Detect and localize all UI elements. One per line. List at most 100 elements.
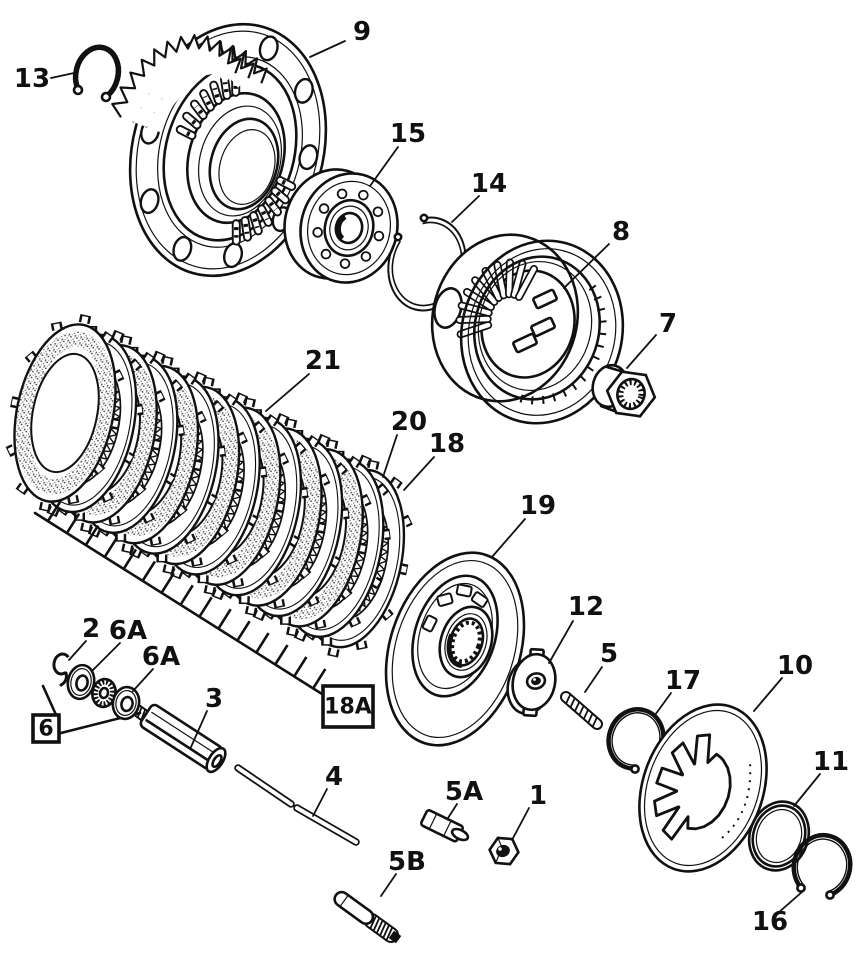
part-5a-sleeve: [419, 809, 470, 843]
rod-core: [295, 806, 358, 844]
leader-6a1: [91, 642, 121, 672]
washer-rim: [115, 689, 137, 717]
end-bore: [211, 753, 223, 769]
leader-13: [50, 72, 75, 79]
leader-14: [451, 195, 480, 223]
leader-5b: [380, 873, 397, 897]
screw-tip: [388, 930, 402, 944]
washer-hole: [120, 695, 134, 713]
spring-finger-cutout: [653, 733, 732, 841]
leader-16: [777, 891, 803, 914]
callout-10: 10: [777, 651, 813, 681]
snap-ring-inner-line: [611, 712, 661, 766]
leader-17: [654, 692, 672, 716]
part-21-clutch-plate-stack: [5, 314, 413, 658]
threaded-parts: [124, 691, 603, 943]
hub-key: [532, 288, 558, 310]
callout-5a: 5A: [445, 777, 483, 807]
sprocket-teeth: [111, 34, 268, 133]
leader-19: [491, 518, 526, 558]
sleeve-facet: [443, 820, 452, 837]
collar-inner: [444, 613, 488, 671]
leader-6a2: [132, 668, 154, 692]
part-2-clip-tail: [59, 671, 68, 687]
part-5b-screw: [333, 890, 402, 944]
callout-6a-1: 6A: [109, 616, 147, 646]
part-7-hex-nut: [591, 363, 657, 418]
ring-end-lug: [796, 883, 806, 893]
leader-4: [312, 788, 328, 817]
callout-4: 4: [325, 762, 343, 792]
nut-facet: [495, 854, 500, 864]
callout-labels: 9 13 15 14 8 7 21 20 18 19 12 5 17 10 11…: [14, 17, 849, 937]
callout-20: 20: [391, 407, 427, 437]
flange-holes: [139, 35, 319, 269]
leader-20: [382, 434, 398, 478]
shank-line: [339, 894, 349, 908]
leader-9: [309, 40, 346, 58]
callout-2: 2: [82, 614, 100, 644]
leader-8: [563, 243, 610, 289]
callout-1: 1: [529, 781, 547, 811]
part-10-diaphragm-spring: [638, 703, 768, 873]
washer-rim: [70, 668, 92, 696]
callout-21: 21: [305, 346, 341, 376]
leader-1: [511, 807, 530, 841]
leader-12: [548, 620, 574, 664]
rod-core: [236, 766, 293, 806]
leader-3: [190, 710, 208, 748]
ring-end-lug: [100, 91, 112, 103]
leader-2: [68, 640, 87, 661]
callout-15: 15: [390, 119, 426, 149]
nut-thread-hatch: [618, 380, 644, 408]
callout-19: 19: [520, 491, 556, 521]
callout-12: 12: [568, 592, 604, 622]
part-12-release-plate: [506, 647, 557, 718]
bore-depth-line: [218, 129, 276, 205]
spring-disc-double: [643, 709, 763, 867]
plate-face-ring: [411, 574, 499, 698]
callout-11: 11: [813, 747, 849, 777]
ring-end-lug: [825, 890, 835, 900]
callout-18: 18: [429, 429, 465, 459]
part-2-clip: [52, 652, 72, 676]
ring-end-lug: [72, 84, 84, 96]
ring-end-lug: [393, 232, 403, 242]
coil-ring-3: [755, 808, 803, 864]
leader-21: [265, 373, 310, 412]
part-4-pushrod: [234, 764, 360, 846]
part-5b-thread: [363, 912, 399, 943]
bore-shadow: [446, 616, 486, 668]
hex-facet-line: [145, 719, 212, 764]
hex-facet-line: [151, 711, 217, 755]
sleeve-facet: [428, 813, 438, 830]
part-3-adjuster-screw: [139, 703, 227, 774]
part-16-snap-ring: [791, 832, 853, 900]
leader-15: [369, 146, 399, 187]
leader-5: [584, 666, 603, 693]
leader-10: [753, 677, 783, 712]
plate-outer-double: [391, 559, 519, 739]
part-6-kit-group: [41, 652, 142, 735]
screw-shank: [333, 890, 375, 926]
label-box-6: 6: [31, 713, 61, 744]
callout-7: 7: [659, 309, 677, 339]
hub-key: [512, 332, 538, 354]
hub-key: [530, 316, 556, 338]
part-13-retaining-ring: [72, 44, 122, 104]
inner-race-edge: [329, 205, 369, 251]
hub-boss: [433, 287, 463, 329]
washer-hole: [75, 674, 89, 692]
bore-opening: [208, 117, 280, 211]
callout-3: 3: [205, 684, 223, 714]
callout-5: 5: [600, 639, 618, 669]
hub-face-ring: [472, 255, 602, 401]
hub-face-ring-inner: [477, 260, 593, 392]
leader-11: [793, 773, 821, 807]
hub-face-double: [467, 248, 617, 416]
bore-ring-inner: [197, 105, 283, 217]
snap-ring-inner-line: [796, 838, 848, 894]
part-8-clutch-hub: [430, 233, 625, 425]
leader-lines: [50, 40, 821, 914]
